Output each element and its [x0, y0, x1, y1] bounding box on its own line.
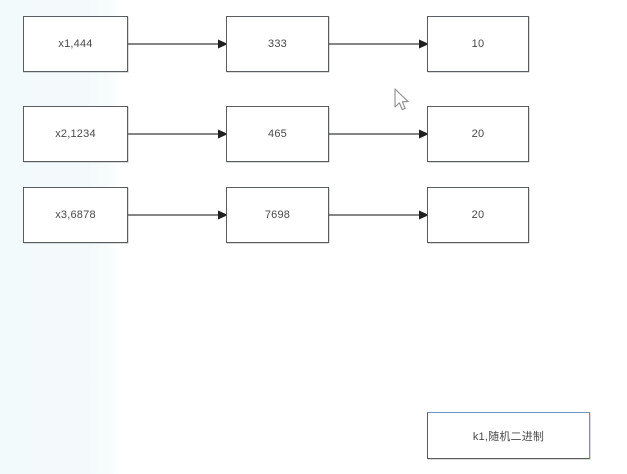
node-output-1[interactable]: 10	[427, 16, 529, 72]
node-input-3[interactable]: x3,6878	[23, 187, 128, 243]
node-label: k1,随机二进制	[472, 430, 545, 443]
node-input-2[interactable]: x2,1234	[23, 106, 128, 162]
node-k1[interactable]: k1,随机二进制	[427, 412, 590, 459]
node-label: 20	[471, 128, 485, 140]
node-middle-1[interactable]: 333	[226, 16, 329, 72]
arrow-cursor-icon	[393, 88, 411, 114]
node-label: x1,444	[58, 38, 93, 50]
edge-input2-to-middle2[interactable]	[128, 128, 228, 140]
node-output-3[interactable]: 20	[427, 187, 529, 243]
node-label: 10	[471, 38, 485, 50]
node-label: 465	[268, 128, 287, 140]
edge-input1-to-middle1[interactable]	[128, 38, 228, 50]
node-middle-3[interactable]: 7698	[226, 187, 329, 243]
node-input-1[interactable]: x1,444	[23, 16, 128, 72]
node-label: x3,6878	[55, 209, 96, 221]
edge-middle1-to-output1[interactable]	[329, 38, 429, 50]
node-label: 7698	[264, 209, 291, 221]
node-label: 333	[268, 38, 287, 50]
edge-middle3-to-output3[interactable]	[329, 209, 429, 221]
node-output-2[interactable]: 20	[427, 106, 529, 162]
node-middle-2[interactable]: 465	[226, 106, 329, 162]
edge-input3-to-middle3[interactable]	[128, 209, 228, 221]
node-label: x2,1234	[55, 128, 96, 140]
node-label: 20	[471, 209, 485, 221]
edge-middle2-to-output2[interactable]	[329, 128, 429, 140]
